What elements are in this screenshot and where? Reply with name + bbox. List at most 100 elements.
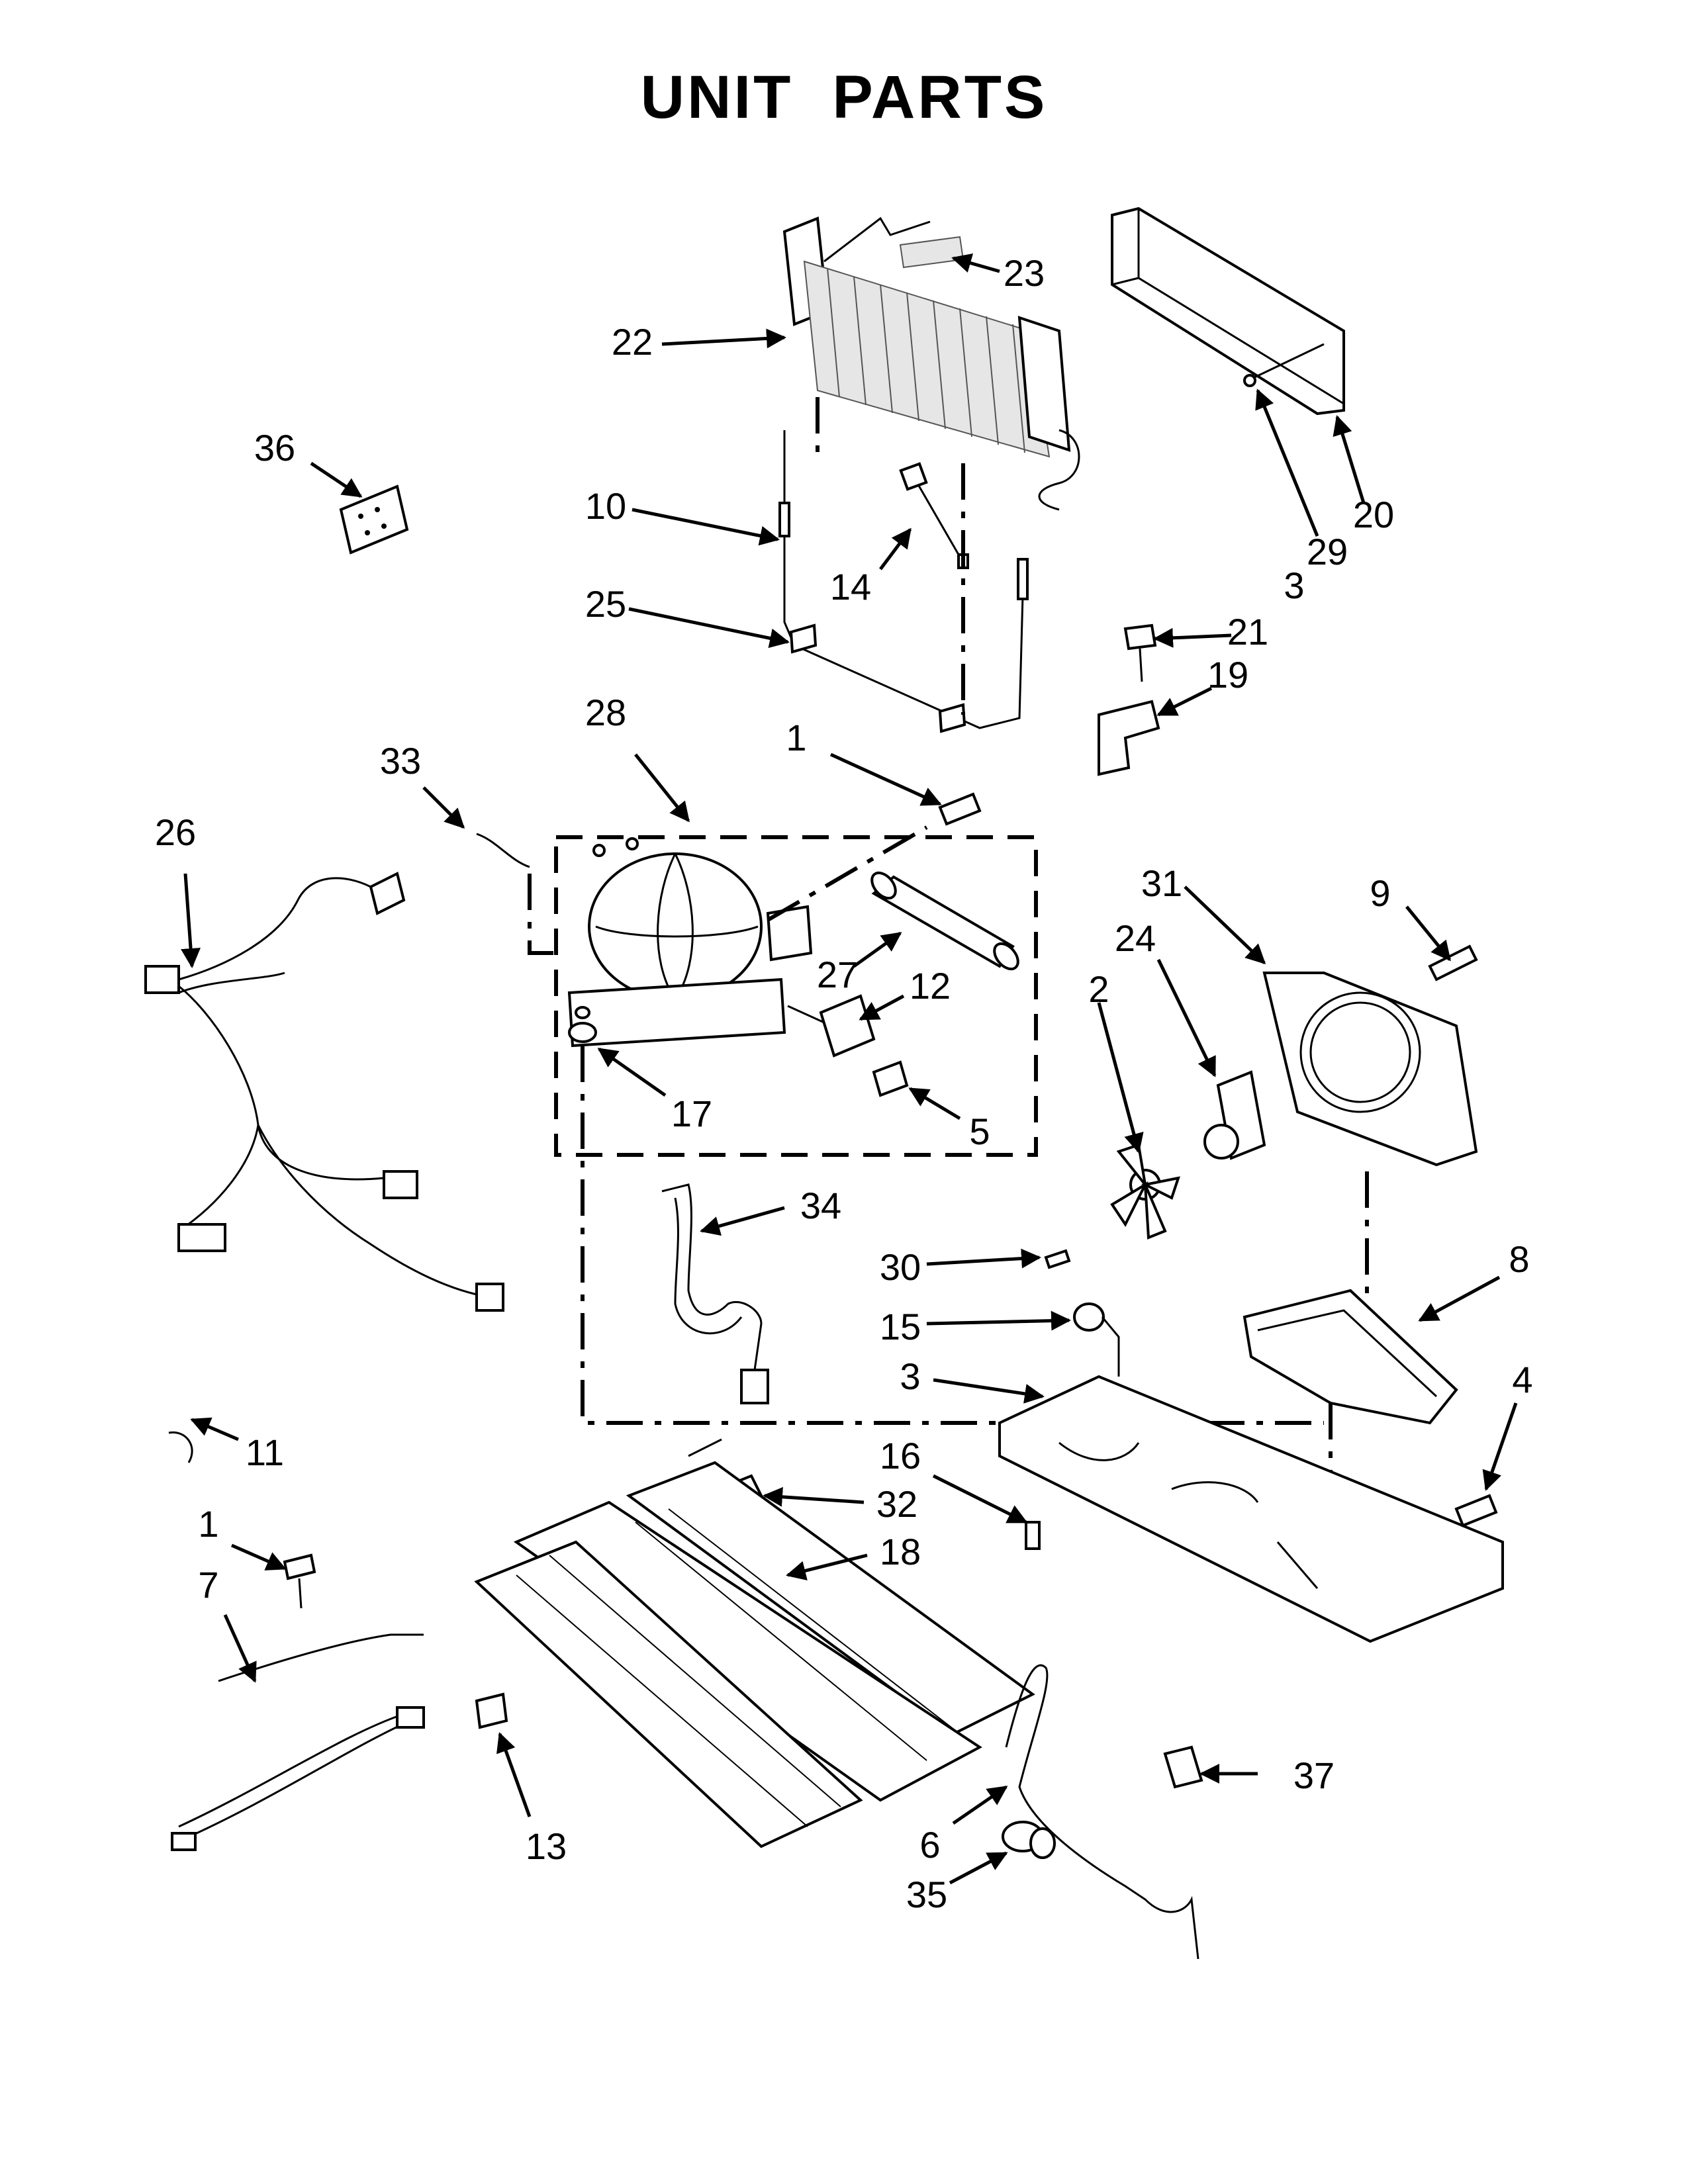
leader-5 [908,1087,961,1120]
callout-32: 32 [876,1483,918,1525]
leader-30 [926,1248,1041,1269]
callout-21: 21 [1227,611,1269,653]
leader-2 [1097,1002,1144,1154]
callout-3-bottom: 3 [900,1355,921,1397]
leader-10 [632,508,780,546]
callout-1-top: 1 [786,717,807,758]
leader-34 [700,1206,785,1236]
ground-wire-part [476,833,530,868]
grommet-part [568,1006,597,1043]
switch-37-part [1163,1745,1203,1789]
callout-6: 6 [919,1824,941,1866]
leader-7 [223,1614,257,1683]
callout-33: 33 [379,740,422,782]
callout-13: 13 [525,1825,567,1867]
water-tube-part [661,1183,769,1404]
callout-3-top: 3 [1284,565,1305,606]
leader-36 [310,461,363,498]
drain-heater-part [171,1633,425,1851]
callout-24: 24 [1114,917,1156,959]
fan-blade-part [1110,1143,1180,1240]
cap-35-part [1002,1821,1056,1859]
leader-33 [422,786,465,829]
filter-drier-part [870,871,1019,971]
leader-1a [829,752,942,806]
leader-21 [1153,627,1232,648]
leader-15 [926,1310,1071,1331]
condenser-part [474,1438,1035,1848]
leader-13 [496,1732,532,1817]
callout-2: 2 [1088,968,1109,1010]
leader-14 [879,527,912,570]
leader-4 [1482,1402,1518,1491]
fitting-15-part [1073,1302,1120,1377]
evaporator-cover-part [1111,206,1345,416]
leader-24 [1156,958,1217,1077]
clip-13-part [475,1692,508,1729]
leader-1b [230,1543,287,1570]
callout-16: 16 [879,1435,921,1477]
diagram-title: UNIT PARTS [640,64,1048,131]
callout-30: 30 [879,1246,921,1288]
leader-12 [859,994,905,1021]
callout-9: 9 [1370,872,1391,914]
callout-11: 11 [245,1432,285,1473]
leader-20 [1333,415,1366,504]
leader-19 [1156,686,1213,717]
callout-14: 14 [829,566,872,608]
leader-8 [1418,1275,1501,1322]
leader-28 [634,753,690,823]
start-relay-part [787,994,876,1058]
leader-35 [949,1851,1008,1885]
callout-15: 15 [879,1306,921,1347]
leader-32 [763,1486,865,1507]
fan-motor-part [1203,1070,1266,1160]
insulation-strip-part [899,236,964,269]
fan-shroud-part [1262,972,1478,1167]
drain-tube-part [1005,1664,1199,1960]
leader-16 [932,1474,1028,1524]
callout-34: 34 [800,1185,842,1226]
defrost-thermistor-part [899,462,969,569]
callout-37: 37 [1293,1754,1335,1796]
screw-4-part [1454,1494,1498,1527]
leader-3b [933,1378,1045,1404]
callout-22: 22 [611,321,653,363]
compressor-part [567,837,813,1048]
screw-21-part [1123,623,1157,682]
leader-23 [951,253,1000,273]
callout-20: 20 [1352,494,1395,535]
callout-8: 8 [1509,1238,1530,1280]
defrost-heater-part [778,430,1029,733]
leader-11 [190,1417,239,1441]
screw-1-top-part [938,792,982,826]
compressor-bracket-part [1243,1289,1458,1425]
callout-1-bottom: 1 [198,1503,219,1545]
bracket-19-part [1098,700,1160,776]
callout-29: 29 [1306,531,1348,572]
callout-17: 17 [671,1093,713,1134]
callout-25: 25 [585,583,627,625]
callout-10: 10 [585,485,627,527]
callout-7: 7 [198,1564,219,1606]
evaporator-part [782,216,1080,511]
leader-9 [1405,905,1451,962]
callout-12: 12 [909,965,951,1007]
callout-27: 27 [816,954,859,995]
leader-22 [661,328,786,349]
screw-16-part [1025,1521,1041,1550]
control-board-part [339,484,409,555]
screw-1-bottom-part [283,1553,316,1609]
callout-4: 4 [1512,1359,1533,1400]
screw-9-part [1428,944,1478,981]
callout-23: 23 [1003,252,1045,294]
leader-29 [1255,388,1319,537]
leader-26 [181,873,201,968]
callout-19: 19 [1207,654,1249,696]
relay-cover-part [872,1060,909,1097]
leader-25 [628,607,790,649]
base-pan-part [998,1375,1504,1643]
leader-27 [853,931,902,968]
